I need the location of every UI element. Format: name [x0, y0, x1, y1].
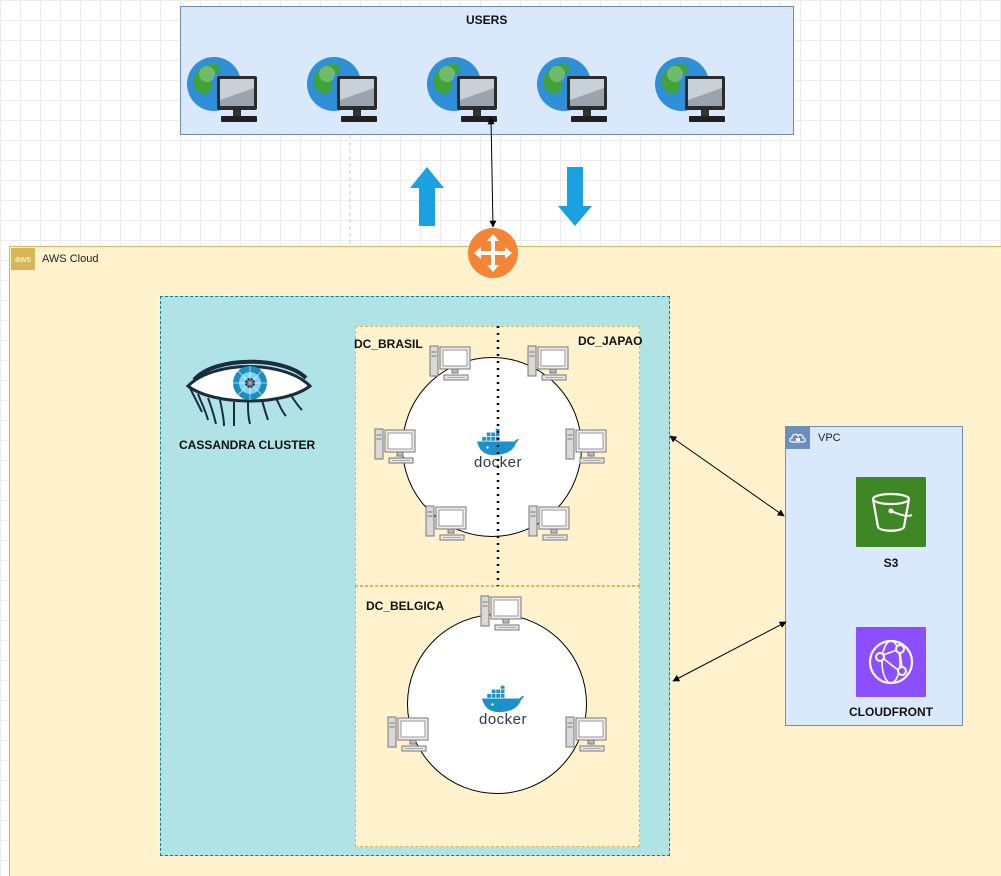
vpc-label: VPC — [818, 432, 841, 444]
dc-japao-label: DC_JAPAO — [578, 334, 643, 348]
aws-logo-icon: aws — [11, 248, 35, 270]
upload-arrow-icon — [410, 167, 444, 226]
cassandra-eye-icon — [185, 359, 313, 427]
aws-cloud-label: AWS Cloud — [42, 253, 99, 265]
cluster-vpc-connector-top[interactable] — [669, 435, 785, 517]
docker-label: docker — [473, 454, 523, 471]
download-arrow-icon — [558, 167, 592, 226]
cluster-vpc-connector-bottom[interactable] — [672, 621, 787, 682]
vpc-cloud-lock-icon — [786, 427, 810, 449]
cloudfront-icon[interactable] — [856, 627, 926, 697]
user-router-connector[interactable] — [487, 117, 497, 228]
dc-belgica-label: DC_BELGICA — [366, 599, 445, 613]
users-title: USERS — [466, 13, 508, 27]
s3-bucket-icon[interactable] — [856, 477, 926, 547]
cassandra-cluster-title: CASSANDRA CLUSTER — [179, 438, 316, 452]
docker-label: docker — [478, 711, 528, 728]
s3-label: S3 — [883, 556, 899, 570]
dc-brasil-label: DC_BRASIL — [354, 337, 423, 351]
cloudfront-label: CLOUDFRONT — [849, 705, 933, 719]
router-icon[interactable] — [468, 228, 518, 278]
